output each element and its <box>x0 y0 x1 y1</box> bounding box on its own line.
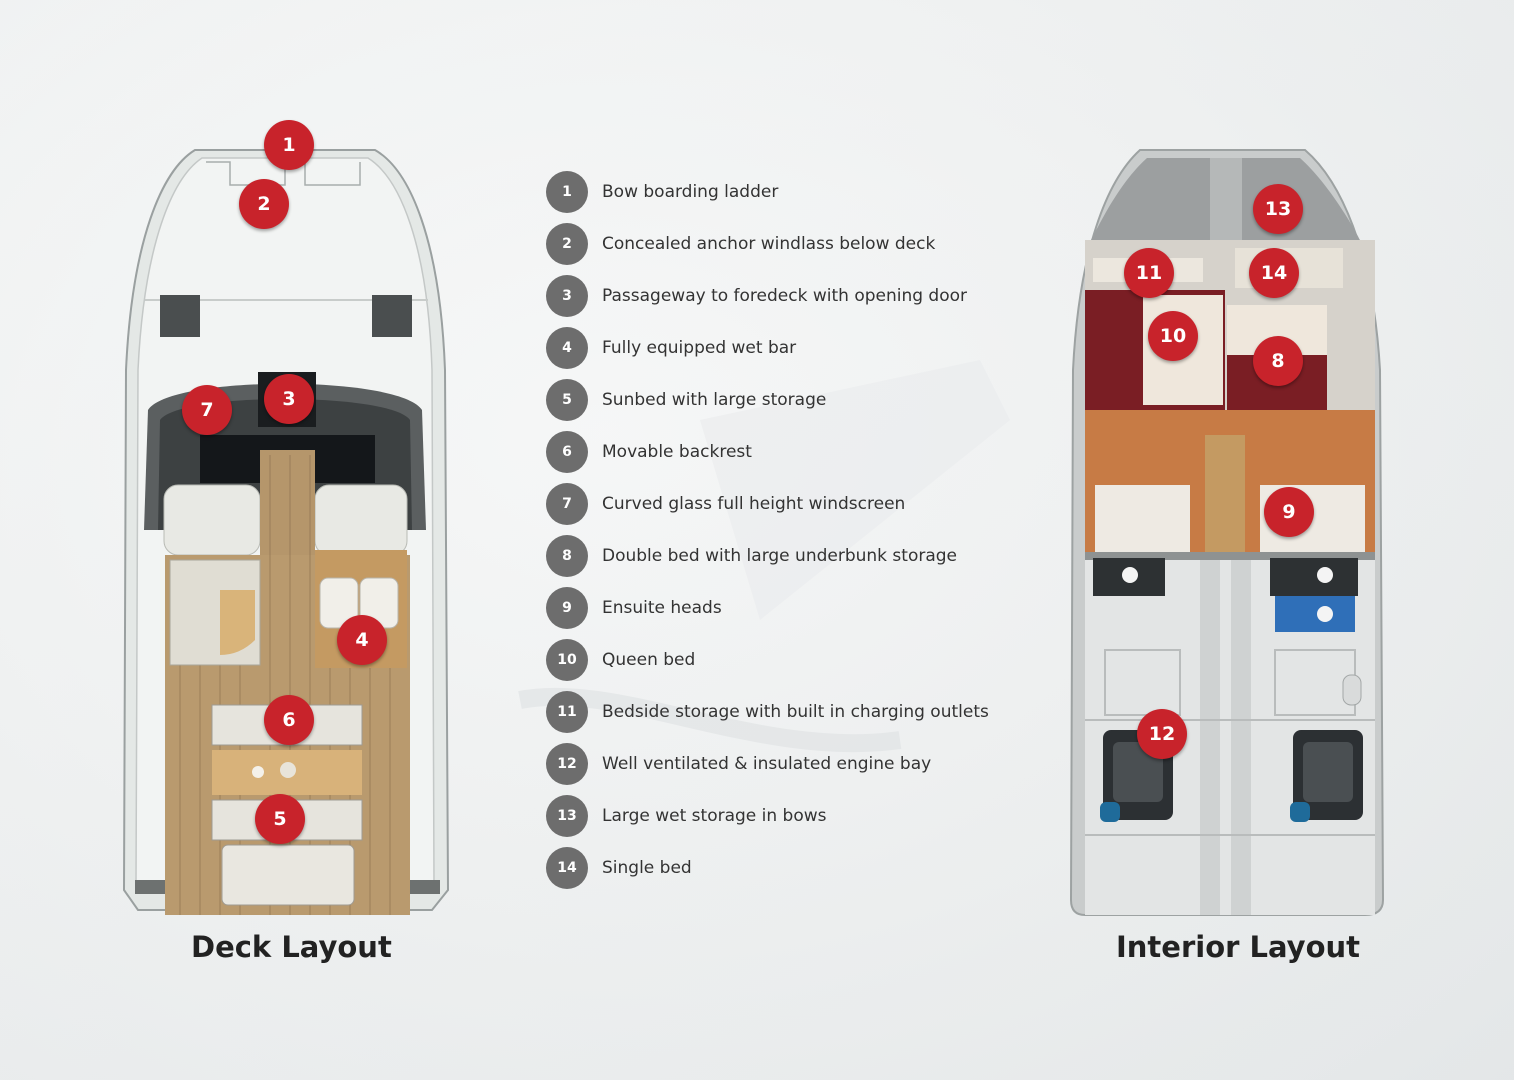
deck-marker-3[interactable]: 3 <box>264 374 314 424</box>
legend-label: Large wet storage in bows <box>602 806 827 826</box>
legend-label: Well ventilated & insulated engine bay <box>602 754 932 774</box>
legend-label: Queen bed <box>602 650 696 670</box>
interior-layout-caption: Interior Layout <box>1116 930 1361 964</box>
legend-item: 5 Sunbed with large storage <box>546 378 826 422</box>
legend-number-badge: 6 <box>546 431 588 473</box>
legend-item: 2 Concealed anchor windlass below deck <box>546 222 935 266</box>
interior-marker-10[interactable]: 10 <box>1148 311 1198 361</box>
interior-marker-12[interactable]: 12 <box>1137 709 1187 759</box>
legend-item: 6 Movable backrest <box>546 430 752 474</box>
legend-number-badge: 13 <box>546 795 588 837</box>
deck-marker-4[interactable]: 4 <box>337 615 387 665</box>
legend-label: Curved glass full height windscreen <box>602 494 906 514</box>
legend-label: Ensuite heads <box>602 598 722 618</box>
legend-number-badge: 5 <box>546 379 588 421</box>
interior-marker-8[interactable]: 8 <box>1253 336 1303 386</box>
legend-item: 13 Large wet storage in bows <box>546 794 827 838</box>
legend-item: 4 Fully equipped wet bar <box>546 326 796 370</box>
legend-label: Sunbed with large storage <box>602 390 827 410</box>
legend-item: 3 Passageway to foredeck with opening do… <box>546 274 967 318</box>
legend-item: 1 Bow boarding ladder <box>546 170 778 214</box>
interior-layout-drawing <box>1069 149 1385 916</box>
legend-number-badge: 4 <box>546 327 588 369</box>
deck-marker-1[interactable]: 1 <box>264 120 314 170</box>
legend-label: Double bed with large underbunk storage <box>602 546 957 566</box>
legend-label: Movable backrest <box>602 442 752 462</box>
legend-label: Fully equipped wet bar <box>602 338 797 358</box>
legend-label: Single bed <box>602 858 692 878</box>
deck-layout-drawing <box>122 149 450 915</box>
legend-number-badge: 7 <box>546 483 588 525</box>
deck-marker-5[interactable]: 5 <box>255 794 305 844</box>
legend-number-badge: 1 <box>546 171 588 213</box>
legend-label: Bedside storage with built in charging o… <box>602 702 989 722</box>
interior-marker-9[interactable]: 9 <box>1264 487 1314 537</box>
interior-marker-11[interactable]: 11 <box>1124 248 1174 298</box>
deck-marker-2[interactable]: 2 <box>239 179 289 229</box>
legend-label: Concealed anchor windlass below deck <box>602 234 936 254</box>
legend-item: 12 Well ventilated & insulated engine ba… <box>546 742 931 786</box>
legend-item: 8 Double bed with large underbunk storag… <box>546 534 957 578</box>
deck-marker-7[interactable]: 7 <box>182 385 232 435</box>
legend-number-badge: 2 <box>546 223 588 265</box>
legend-number-badge: 11 <box>546 691 588 733</box>
legend-number-badge: 10 <box>546 639 588 681</box>
deck-layout-caption: Deck Layout <box>191 930 392 964</box>
legend-number-badge: 3 <box>546 275 588 317</box>
interior-marker-14[interactable]: 14 <box>1249 248 1299 298</box>
interior-marker-13[interactable]: 13 <box>1253 184 1303 234</box>
legend-number-badge: 9 <box>546 587 588 629</box>
legend-label: Passageway to foredeck with opening door <box>602 286 968 306</box>
legend-item: 11 Bedside storage with built in chargin… <box>546 690 989 734</box>
legend-number-badge: 14 <box>546 847 588 889</box>
deck-marker-6[interactable]: 6 <box>264 695 314 745</box>
legend-item: 7 Curved glass full height windscreen <box>546 482 905 526</box>
legend-label: Bow boarding ladder <box>602 182 779 202</box>
legend-number-badge: 8 <box>546 535 588 577</box>
legend-item: 14 Single bed <box>546 846 692 890</box>
legend-number-badge: 12 <box>546 743 588 785</box>
legend-item: 10 Queen bed <box>546 638 695 682</box>
legend-item: 9 Ensuite heads <box>546 586 722 630</box>
